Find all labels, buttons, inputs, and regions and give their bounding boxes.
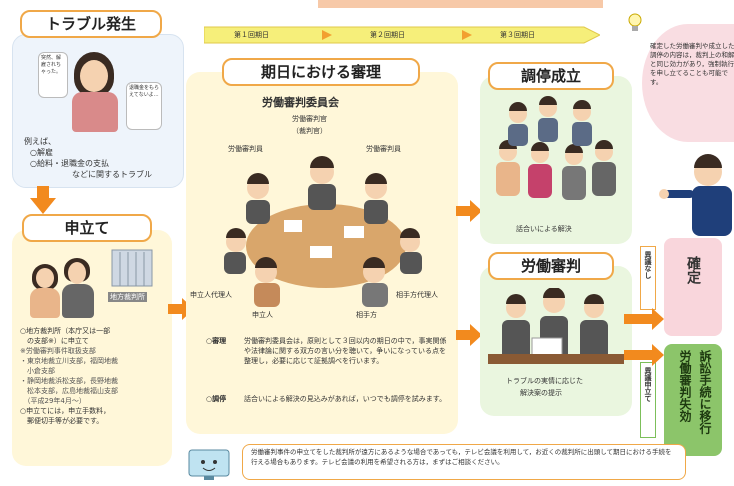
trouble-title: トラブル発生 [20,10,162,38]
troubled-woman-illustration [70,52,120,132]
tribunal-panel-illustration [488,287,624,368]
top-banner-strip [318,0,603,8]
mediation-group-illustration [488,96,624,206]
objection-tag: 異議申立て [640,362,656,438]
filing-title: 申立て [22,214,152,242]
timeline-arrow: 第１回期日 第２回期日 第３回期日 [203,24,602,46]
filing-note: ※労働審判事件取扱支部 [20,347,96,355]
filing-note: ○地方裁判所（本庁又は一部 [20,327,111,335]
filing-note: 松本支部，広島地裁福山支部 [20,387,118,395]
filing-note: （平成29年4月～） [20,397,86,405]
down-arrow-to-filing [30,186,56,218]
timeline-phase-2: 第２回期日 [370,31,405,39]
timeline-arrow-shape [203,26,602,44]
tv-conference-icon [186,448,232,482]
filing-note: ・静岡地裁浜松支部，長野地裁 [20,377,118,385]
bubble-dismissed: 突然、解雇されちゃった。 [38,52,68,98]
committee-label: 労働審判委員会 [262,96,339,109]
tribunal-title: 労働審判 [488,252,614,280]
court-label: 地方裁判所 [108,292,147,302]
lapse-label: 労働審判失効 [678,350,692,422]
timeline-phase-3: 第３回期日 [500,31,535,39]
right-arrow-to-lawsuit [624,344,664,370]
applicant-pair-illustration [28,258,98,318]
hearing-table-illustration [214,150,434,310]
tribunal-caption-2: 解決案の提示 [520,389,562,397]
member-left-label: 労働審判員 [228,145,263,153]
review-text: 労働審判委員会は，原則として３回以内の期日の中で，事実関係や法律論に関する双方の… [244,337,447,365]
bubble-severance: 退職金をもらえてないよ… [126,82,162,130]
lawsuit-box: 訴訟手続に移行 労働審判失効 [664,344,722,456]
tribunal-caption-1: トラブルの実情に応じた [506,377,583,385]
court-building-icon [108,244,156,288]
hearing-title: 期日における審理 [222,58,420,86]
mediation-label: ○調停 [206,395,227,403]
no-objection-tag: 異議なし [640,246,656,310]
respondent-label: 相手方 [356,311,377,319]
advisor-man-illustration [658,150,734,236]
applicant-agent-label: 申立人代理人 [190,291,232,299]
advisor-bubble-text: 確定した労働審判や成立した調停の内容は，裁判上の和解と同じ効力があり，強制執行を… [650,42,734,86]
example-dismissal: ○解雇 [30,148,53,157]
filing-note: 小倉支部 [20,367,55,375]
footer-note: 労働審判事件の申立てをした裁判所が遠方にあるような場合であっても，テレビ会議を利… [242,444,686,480]
judge-role: 労働審判官 [292,115,327,123]
right-arrow-to-tribunal [456,324,482,350]
objection-label: 異議申立て [644,367,652,402]
applicant-label: 申立人 [252,311,273,319]
right-arrow-to-final [624,308,664,334]
judge-sub: （裁判官） [292,127,327,135]
timeline-phase-1: 第１回期日 [234,31,269,39]
mediation-text: 話合いによる解決の見込みがあれば，いつでも調停を試みます。 [244,395,447,403]
filing-note: ○申立てには，申立手数料， [20,407,111,415]
examples-intro: 例えば、 [24,137,56,146]
trouble-examples: 例えば、 ○解雇 ○給料・退職金の支払 などに関するトラブル [24,136,184,180]
lawsuit-label: 訴訟手続に移行 [698,350,712,434]
final-label: 確定 [685,256,701,284]
example-pay: ○給料・退職金の支払 [30,159,109,168]
filing-note: 郵便切手等が必要です。 [20,417,104,425]
hearing-desc-mediation: ○調停 話合いによる解決の見込みがあれば，いつでも調停を試みます。 [206,394,450,404]
mediation-caption: 話合いによる解決 [516,225,572,233]
examples-tail: などに関するトラブル [72,170,152,179]
filing-note: ・東京地裁立川支部，福岡地裁 [20,357,118,365]
member-right-label: 労働審判員 [366,145,401,153]
review-label: ○審理 [206,337,227,345]
filing-note: の支部※）に申立て [20,337,89,345]
no-objection-label: 異議なし [644,251,652,279]
mediation-title: 調停成立 [488,62,614,90]
hearing-desc-review: ○審理 労働審判委員会は，原則として３回以内の期日の中で，事実関係や法律論に関す… [206,336,450,366]
filing-notes: ○地方裁判所（本庁又は一部 の支部※）に申立て ※労働審判事件取扱支部 ・東京地… [20,326,170,426]
advisor-speech-bubble: 確定した労働審判や成立した調停の内容は，裁判上の和解と同じ効力があり，強制執行を… [642,24,734,142]
right-arrow-to-mediation [456,200,482,226]
lightbulb-icon [626,12,644,34]
respondent-agent-label: 相手方代理人 [396,291,438,299]
final-box: 確定 [664,238,722,336]
